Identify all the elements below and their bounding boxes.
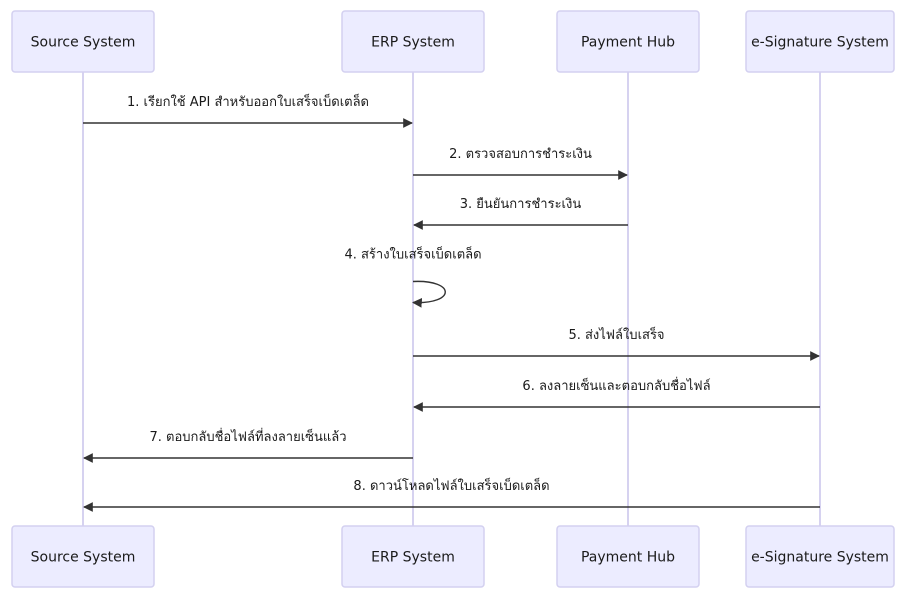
- actor-esign-bottom: e-Signature System: [745, 525, 895, 588]
- actor-esign-top: e-Signature System: [745, 10, 895, 73]
- message-label: 1. เรียกใช้ API สำหรับออกใบเสร็จเบ็ดเตล็…: [127, 92, 369, 110]
- actor-erp-top: ERP System: [341, 10, 485, 73]
- message-label: 3. ยืนยันการชำระเงิน: [460, 196, 582, 212]
- actor-source-top: Source System: [11, 10, 155, 73]
- messages: 1. เรียกใช้ API สำหรับออกใบเสร็จเบ็ดเตล็…: [83, 92, 820, 512]
- actor-box: [341, 525, 485, 588]
- message-4: 4. สร้างใบเสร็จเบ็ดเตล็ด: [344, 245, 482, 308]
- message-label: 2. ตรวจสอบการชำระเงิน: [449, 147, 592, 162]
- actor-erp-bottom: ERP System: [341, 525, 485, 588]
- actor-box: [556, 10, 700, 73]
- message-1: 1. เรียกใช้ API สำหรับออกใบเสร็จเบ็ดเตล็…: [83, 92, 413, 128]
- actor-label: ERP System: [371, 550, 455, 566]
- actors-top: Source System ERP System Payment Hub e-Sign…: [11, 10, 895, 73]
- actor-label: Payment Hub: [581, 550, 675, 566]
- message-label: 5. ส่งไฟล์ใบเสร็จ: [568, 325, 664, 343]
- message-label: 4. สร้างใบเสร็จเบ็ดเตล็ด: [344, 245, 481, 263]
- actor-box: [745, 525, 895, 588]
- message-3: 3. ยืนยันการชำระเงิน: [413, 196, 628, 230]
- actor-payment-top: Payment Hub: [556, 10, 700, 73]
- actor-source-bottom: Source System: [11, 525, 155, 588]
- actor-label: Source System: [31, 35, 136, 51]
- message-label: 8. ดาวน์โหลดไฟล์ใบเสร็จเบ็ดเตล็ด: [353, 476, 549, 494]
- message-6: 6. ลงลายเซ็นและตอบกลับชื่อไฟล์: [413, 376, 820, 412]
- actor-label: Source System: [31, 550, 136, 566]
- message-8: 8. ดาวน์โหลดไฟล์ใบเสร็จเบ็ดเตล็ด: [83, 476, 820, 512]
- message-2: 2. ตรวจสอบการชำระเงิน: [413, 147, 628, 180]
- actor-box: [11, 525, 155, 588]
- actor-box: [556, 525, 700, 588]
- message-7: 7. ตอบกลับชื่อไฟล์ที่ลงลายเซ็นแล้ว: [83, 427, 413, 463]
- actor-label: Payment Hub: [581, 35, 675, 51]
- actor-box: [341, 10, 485, 73]
- actor-label: ERP System: [371, 35, 455, 51]
- message-label: 7. ตอบกลับชื่อไฟล์ที่ลงลายเซ็นแล้ว: [149, 427, 346, 445]
- actor-payment-bottom: Payment Hub: [556, 525, 700, 588]
- message-arrow: [412, 280, 446, 308]
- actor-box: [745, 10, 895, 73]
- actor-box: [11, 10, 155, 73]
- message-5: 5. ส่งไฟล์ใบเสร็จ: [413, 325, 820, 361]
- actor-label: e-Signature System: [751, 550, 889, 566]
- lifelines: [82, 72, 821, 526]
- message-label: 6. ลงลายเซ็นและตอบกลับชื่อไฟล์: [522, 376, 710, 394]
- actors-bottom: Source System ERP System Payment Hub e-Sign…: [11, 525, 895, 588]
- actor-label: e-Signature System: [751, 35, 889, 51]
